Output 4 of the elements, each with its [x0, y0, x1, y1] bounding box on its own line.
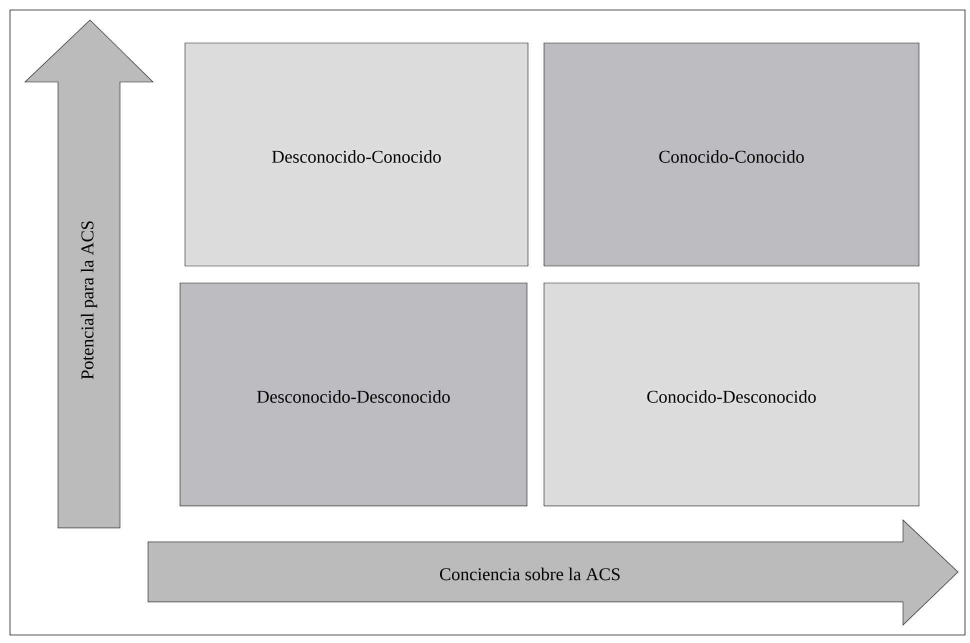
quadrant-box: Desconocido-Conocido [184, 42, 528, 266]
quadrant-box: Conocido-Conocido [544, 42, 920, 266]
quadrant-box: Conocido-Desconocido [544, 282, 920, 506]
quadrant-box: Desconocido-Desconocido [180, 282, 528, 506]
